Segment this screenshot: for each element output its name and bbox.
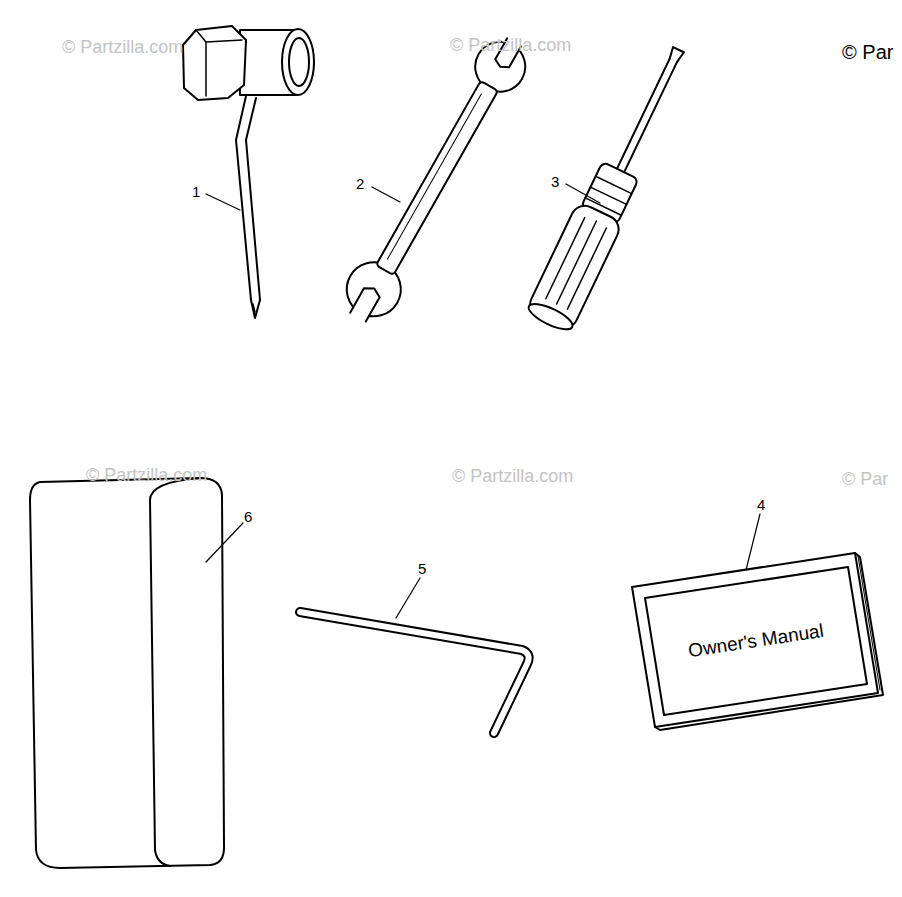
callout-number: 4 [757,497,765,512]
socket-wrench [183,26,314,318]
watermark: © Partzilla.com [86,466,207,484]
owners-manual-booklet [632,553,883,730]
allen-key [300,612,529,733]
watermark: © Partzilla.com [62,38,183,56]
callout-number: 2 [356,176,364,191]
tool-pouch [30,478,224,868]
screwdriver [525,39,701,335]
leader-lines [206,184,760,618]
cover-title: Owner's Manual [687,620,825,662]
callout-number: 3 [551,174,559,189]
callout-number: 5 [418,561,426,576]
watermark: © Partzilla.com [452,467,573,485]
watermark: © Partzilla.com [450,36,571,54]
watermark: © Par [842,470,888,488]
open-end-wrench [334,27,539,332]
callout-number: 1 [192,184,200,199]
callout-number: 6 [244,509,252,524]
watermark: © Par [842,42,893,62]
